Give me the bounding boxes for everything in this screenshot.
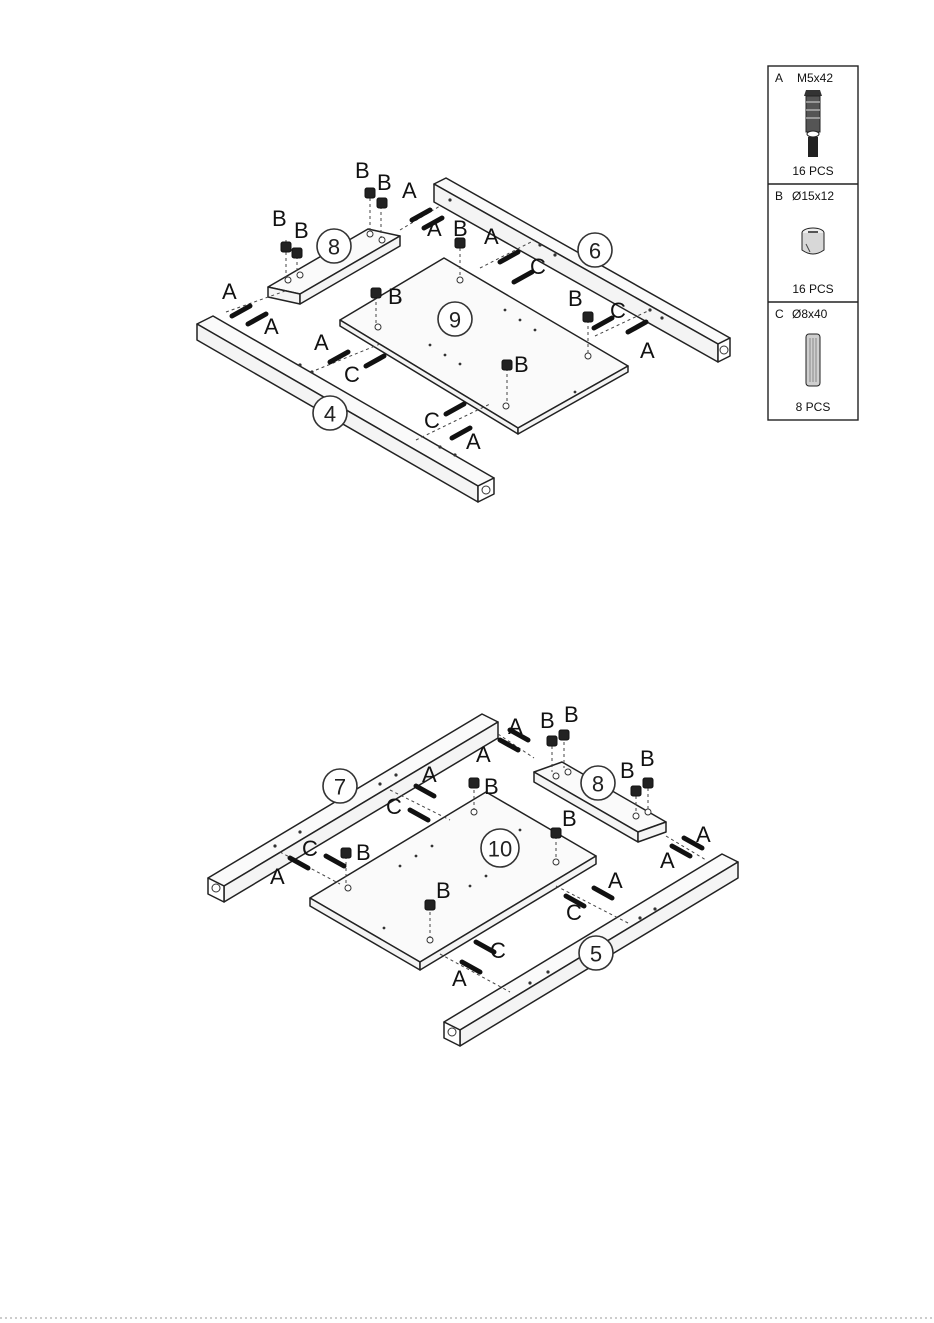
label-c: C — [610, 298, 626, 323]
legend-c-letter: C — [775, 307, 784, 321]
wood-dowel-icon — [806, 334, 820, 386]
svg-text:6: 6 — [589, 239, 601, 264]
label-b: B — [453, 216, 468, 241]
label-a: A — [270, 864, 285, 889]
label-c: C — [424, 408, 440, 433]
label-b: B — [514, 352, 529, 377]
label-c: C — [344, 362, 360, 387]
label-c: C — [302, 836, 318, 861]
label-a: A — [466, 429, 481, 454]
part-callout-8-b: 8 — [581, 766, 615, 800]
svg-text:8: 8 — [592, 772, 604, 797]
label-b: B — [640, 746, 655, 771]
hardware-legend: A M5x42 16 PCS B Ø15x12 16 PCS C Ø8x40 — [768, 66, 858, 420]
assembly-step-1: A A A A A A A A B B B B B B B B C C C C … — [197, 158, 730, 502]
label-b: B — [562, 806, 577, 831]
cam-lock-icon — [802, 228, 824, 254]
label-a: A — [314, 330, 329, 355]
label-c: C — [490, 938, 506, 963]
label-b: B — [484, 774, 499, 799]
label-b: B — [388, 284, 403, 309]
label-b: B — [355, 158, 370, 183]
svg-text:9: 9 — [449, 308, 461, 333]
label-b: B — [436, 878, 451, 903]
label-b: B — [356, 840, 371, 865]
part-callout-5: 5 — [579, 936, 613, 970]
label-a: A — [402, 178, 417, 203]
label-a: A — [422, 762, 437, 787]
svg-text:5: 5 — [590, 942, 602, 967]
label-b: B — [564, 702, 579, 727]
legend-b-letter: B — [775, 189, 783, 203]
label-b: B — [620, 758, 635, 783]
legend-b-qty: 16 PCS — [792, 282, 833, 296]
label-a: A — [264, 314, 279, 339]
part-callout-8: 8 — [317, 229, 351, 263]
legend-c-qty: 8 PCS — [796, 400, 831, 414]
part-callout-6: 6 — [578, 233, 612, 267]
label-a: A — [696, 822, 711, 847]
svg-text:7: 7 — [334, 775, 346, 800]
svg-text:10: 10 — [488, 837, 512, 862]
svg-text:8: 8 — [328, 235, 340, 260]
legend-a-spec: M5x42 — [797, 71, 833, 85]
label-a: A — [476, 742, 491, 767]
label-c: C — [530, 254, 546, 279]
label-a: A — [608, 868, 623, 893]
label-a: A — [484, 224, 499, 249]
legend-c-spec: Ø8x40 — [792, 307, 828, 321]
label-b: B — [540, 708, 555, 733]
label-b: B — [294, 218, 309, 243]
label-c: C — [566, 900, 582, 925]
part-callout-9: 9 — [438, 302, 472, 336]
label-a: A — [508, 714, 523, 739]
label-b: B — [377, 170, 392, 195]
legend-a-qty: 16 PCS — [792, 164, 833, 178]
label-a: A — [660, 848, 675, 873]
label-a: A — [452, 966, 467, 991]
part-callout-10: 10 — [481, 829, 519, 867]
label-b: B — [272, 206, 287, 231]
label-b: B — [568, 286, 583, 311]
legend-b-spec: Ø15x12 — [792, 189, 834, 203]
label-a: A — [427, 216, 442, 241]
label-c: C — [386, 794, 402, 819]
part-callout-4: 4 — [313, 396, 347, 430]
legend-a-letter: A — [775, 71, 783, 85]
label-a: A — [222, 279, 237, 304]
svg-text:4: 4 — [324, 402, 336, 427]
assembly-step-2: A A A A A A A A B B B B B B B B C C C C … — [208, 702, 738, 1046]
label-a: A — [640, 338, 655, 363]
part-callout-7: 7 — [323, 769, 357, 803]
